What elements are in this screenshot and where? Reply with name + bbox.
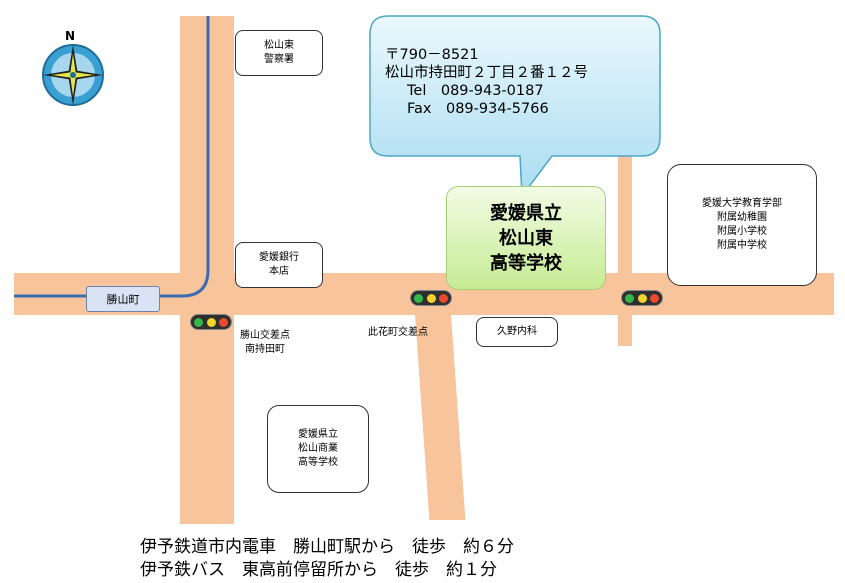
compass: N bbox=[40, 29, 106, 110]
landmark-university: 愛媛大学教育学部 附属幼稚園 附属小学校 附属中学校 bbox=[667, 164, 817, 286]
traffic-signal-icon bbox=[190, 314, 232, 330]
tel-number: Tel 089-943-0187 bbox=[407, 83, 544, 99]
compass-icon bbox=[42, 44, 104, 106]
access-bus: 伊予鉄バス 東高前停留所から 徒歩 約１分 bbox=[140, 560, 497, 580]
traffic-signal-icon bbox=[621, 290, 663, 306]
traffic-signal-icon bbox=[410, 290, 452, 306]
landmark-bank: 愛媛銀行 本店 bbox=[235, 242, 323, 288]
address-text: 〒790－8521 松山市持田町２丁目２番１２号 Tel 089-943-018… bbox=[385, 46, 588, 118]
landmark-commercial-school: 愛媛県立 松山商業 高等学校 bbox=[267, 405, 369, 493]
intersection-konohana: 此花町交差点 bbox=[368, 327, 428, 338]
school-name-line1: 愛媛県立 bbox=[490, 202, 562, 224]
intersection-katsuyama: 勝山交差点 南持田町 bbox=[240, 330, 290, 355]
street-address: 松山市持田町２丁目２番１２号 bbox=[385, 65, 588, 81]
north-label: N bbox=[65, 29, 76, 43]
postal-code: 〒790－8521 bbox=[385, 47, 479, 63]
landmark-police: 松山東 警察署 bbox=[235, 30, 323, 76]
school-name-line2: 松山東 bbox=[499, 227, 553, 249]
station-katsuyamacho: 勝山町 bbox=[86, 286, 160, 312]
school-name-line3: 高等学校 bbox=[490, 252, 562, 274]
school-marker: 愛媛県立 松山東 高等学校 bbox=[446, 186, 606, 290]
fax-number: Fax 089-934-5766 bbox=[407, 101, 549, 117]
landmark-clinic: 久野内科 bbox=[476, 317, 558, 347]
access-train: 伊予鉄道市内電車 勝山町駅から 徒歩 約６分 bbox=[140, 537, 514, 557]
